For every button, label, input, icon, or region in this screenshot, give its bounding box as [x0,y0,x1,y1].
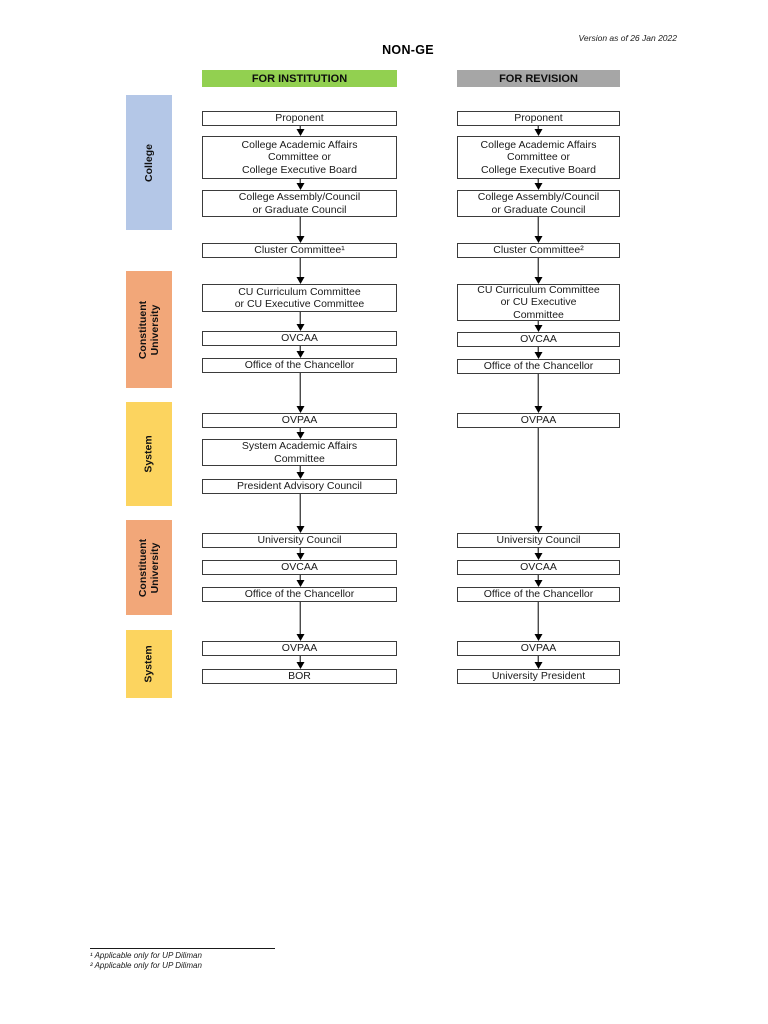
side-label-college: College [126,95,172,230]
flow-box-proponent: Proponent [202,111,397,126]
flow-box-ovpaa: OVPAA [457,641,620,656]
arrow-down-icon [534,179,543,190]
arrow-down-icon [296,179,305,190]
arrow-down-icon [534,217,543,243]
side-label-text: College [143,143,155,182]
page-title: NON-GE [382,43,434,57]
footnote: ² Applicable only for UP Diliman [90,961,202,970]
side-label-text: Constituent University [137,538,162,597]
flow-box-university-council: University Council [457,533,620,548]
arrow-down-icon [534,548,543,560]
flow-box-cluster-committee: Cluster Committee² [457,243,620,258]
flow-box-office-of-chancellor: Office of the Chancellor [457,587,620,602]
arrow-down-icon [534,602,543,641]
side-label-constituent-university-2: Constituent University [126,520,172,615]
arrow-down-icon [296,656,305,669]
arrow-down-icon [534,258,543,284]
flow-box-proponent: Proponent [457,111,620,126]
arrow-down-icon [534,374,543,413]
side-label-constituent-university-1: Constituent University [126,271,172,388]
flow-box-college-assembly: College Assembly/Council or Graduate Cou… [457,190,620,217]
footnote-divider [90,948,275,949]
flow-box-cluster-committee: Cluster Committee¹ [202,243,397,258]
side-label-text: System [142,645,155,683]
arrow-down-icon [534,656,543,669]
flow-box-ovpaa: OVPAA [457,413,620,428]
side-label-text: System [142,435,155,473]
flow-box-bor: BOR [202,669,397,684]
flow-box-college-assembly: College Assembly/Council or Graduate Cou… [202,190,397,217]
flow-box-ovpaa: OVPAA [202,413,397,428]
flow-box-university-council: University Council [202,533,397,548]
side-label-system-1: System [126,402,172,506]
arrow-down-icon [534,347,543,359]
arrow-down-icon [296,346,305,358]
flow-box-college-academic-affairs: College Academic Affairs Committee or Co… [457,136,620,179]
flow-box-cu-curriculum-committee: CU Curriculum Committee or CU Executive … [457,284,620,321]
arrow-down-icon [296,126,305,136]
arrow-down-icon [534,428,543,533]
flow-box-president-advisory: President Advisory Council [202,479,397,494]
flow-box-office-of-chancellor: Office of the Chancellor [202,587,397,602]
arrow-down-icon [534,575,543,587]
version-note: Version as of 26 Jan 2022 [578,33,677,43]
flow-box-ovcaa: OVCAA [202,331,397,346]
flow-box-ovcaa: OVCAA [457,560,620,575]
arrow-down-icon [296,258,305,284]
arrow-down-icon [296,494,305,533]
arrow-down-icon [296,602,305,641]
flow-box-office-of-chancellor: Office of the Chancellor [457,359,620,374]
flow-box-system-academic-affairs: System Academic Affairs Committee [202,439,397,466]
arrow-down-icon [534,321,543,332]
flow-box-cu-curriculum-committee: CU Curriculum Committee or CU Executive … [202,284,397,312]
flow-box-office-of-chancellor: Office of the Chancellor [202,358,397,373]
flow-box-ovcaa: OVCAA [202,560,397,575]
side-label-text: Constituent University [137,300,162,359]
column-header-revision: FOR REVISION [457,70,620,87]
arrow-down-icon [296,428,305,439]
side-label-system-2: System [126,630,172,698]
arrow-down-icon [534,126,543,136]
arrow-down-icon [296,466,305,479]
flow-box-ovcaa: OVCAA [457,332,620,347]
flow-box-university-president: University President [457,669,620,684]
arrow-down-icon [296,575,305,587]
arrow-down-icon [296,312,305,331]
column-header-institution: FOR INSTITUTION [202,70,397,87]
arrow-down-icon [296,373,305,413]
arrow-down-icon [296,548,305,560]
footnote: ¹ Applicable only for UP Diliman [90,951,202,960]
flow-box-college-academic-affairs: College Academic Affairs Committee or Co… [202,136,397,179]
flow-box-ovpaa: OVPAA [202,641,397,656]
arrow-down-icon [296,217,305,243]
